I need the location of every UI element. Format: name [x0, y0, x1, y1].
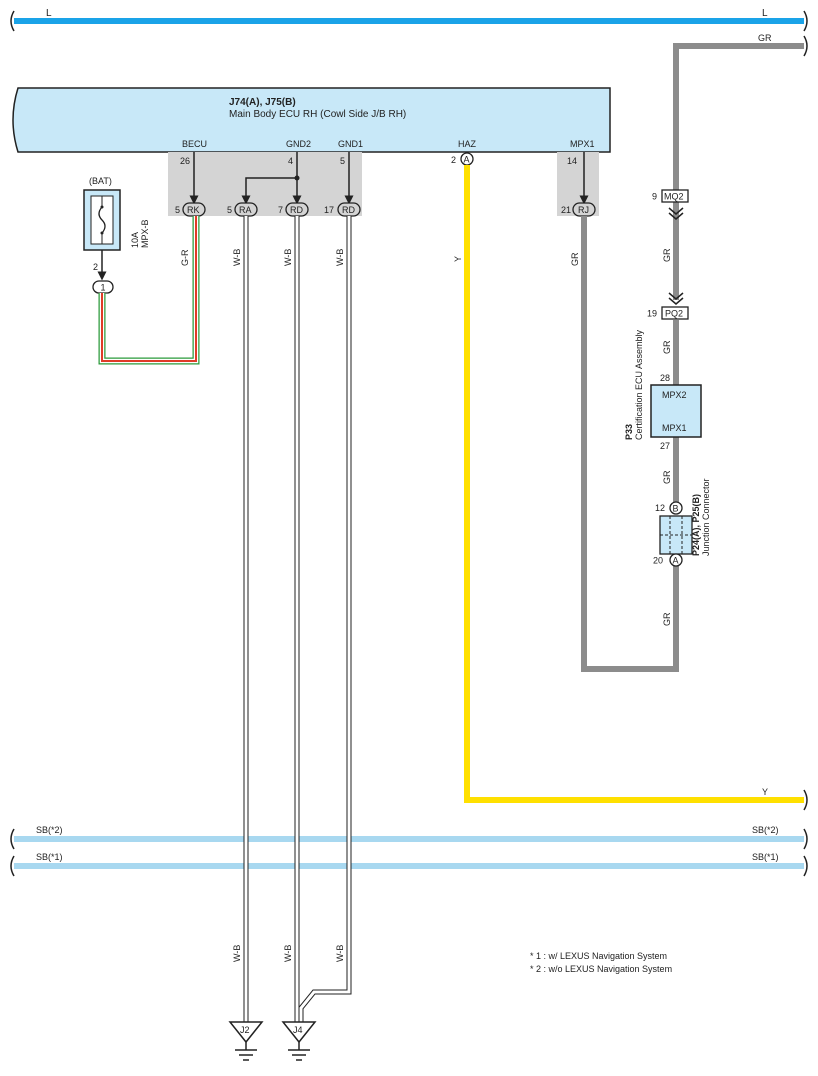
sb2-bus: SB(*2) SB(*2): [10, 825, 808, 850]
connector-rd-7-label: RD: [290, 205, 303, 215]
connector-rk: RK 5: [175, 202, 206, 217]
gnd2-splice-arrow: [241, 177, 297, 205]
connector-ra-label: RA: [239, 205, 252, 215]
cert-ecu-name: Certification ECU Assembly: [634, 329, 644, 440]
wire-g-r: G-R: [98, 216, 200, 365]
wire-w-b-rd7-label-bottom: W-B: [283, 945, 293, 962]
connector-rd-7: RD 7: [278, 202, 309, 217]
connector-haz-a-label: A: [464, 155, 470, 165]
l-bus: L L: [10, 8, 808, 32]
wire-gr-label-top: GR: [758, 33, 772, 43]
ground-j2: J2: [228, 1021, 264, 1061]
junction-code: P24(A), P25(B): [691, 494, 701, 556]
connector-rj: RJ 21: [561, 202, 596, 217]
gnd2-splice-dot: [294, 175, 300, 181]
connector-rd-17: RD 17: [324, 202, 361, 217]
ecu-name: Main Body ECU RH (Cowl Side J/B RH): [229, 109, 406, 120]
wire-g-r-label: G-R: [180, 249, 190, 266]
connector-rj-num: 21: [561, 205, 571, 215]
cert-ecu-code: P33: [624, 424, 634, 440]
connector-pq2-num: 19: [647, 309, 657, 319]
certification-ecu: 28 MPX2 MPX1 27 P33 Certification ECU As…: [624, 329, 702, 451]
connector-haz-a: 2 A: [451, 152, 474, 166]
wire-w-b-rd17-label-top: W-B: [335, 249, 345, 266]
wire-gr-label-1: GR: [662, 248, 672, 262]
pin-gnd1-num: 5: [340, 156, 345, 166]
wire-w-b-ra-label-top: W-B: [232, 249, 242, 266]
connector-rd-17-num: 17: [324, 205, 334, 215]
ground-j4: J4: [281, 1021, 317, 1061]
connector-ra-num: 5: [227, 205, 232, 215]
wire-gr-label-4: GR: [662, 612, 672, 626]
wire-gr: GR GR GR GR GR GR: [570, 33, 808, 672]
connector-rk-num: 5: [175, 205, 180, 215]
fuse-conn: 1: [101, 283, 106, 293]
connector-rd-17-label: RD: [342, 205, 355, 215]
cert-pin-bottom-label: MPX1: [662, 423, 687, 433]
connector-mq2-label: MQ2: [664, 192, 684, 202]
cert-pin-top-label: MPX2: [662, 390, 687, 400]
pin-gnd2-num: 4: [288, 156, 293, 166]
ecu-code: J74(A), J75(B): [229, 97, 296, 108]
fuse-rating: 10A: [130, 232, 140, 248]
cert-pin-bottom-num: 27: [660, 441, 670, 451]
pin-becu-label: BECU: [182, 139, 207, 149]
wire-gr-label-left: GR: [570, 252, 580, 266]
junction-top-num: 12: [655, 503, 665, 513]
wire-w-b-rd17: W-B W-B: [298, 216, 352, 1022]
cert-pin-top-num: 28: [660, 373, 670, 383]
fuse-mpx-b: (BAT) 10A MPX-B 2 1: [83, 176, 150, 294]
connector-rj-label: RJ: [578, 205, 589, 215]
sb1-bus: SB(*1) SB(*1): [10, 852, 808, 877]
pin-haz-num: 2: [451, 155, 456, 165]
fuse-pin: 2: [93, 262, 98, 272]
l-bus-label-right: L: [762, 8, 768, 19]
junction-bottom-conn: A: [673, 556, 679, 566]
wire-w-b-ra: W-B W-B: [232, 216, 249, 1022]
fuse-name: MPX-B: [140, 219, 150, 248]
wire-y: Y Y: [453, 165, 808, 811]
note-1: * 1 : w/ LEXUS Navigation System: [530, 951, 667, 961]
sb1-label-left: SB(*1): [36, 852, 63, 862]
junction-connector: 12 B A 20 P24(A), P25(B) Junction Connec…: [653, 478, 711, 567]
connector-rd-7-num: 7: [278, 205, 283, 215]
ground-j2-label: J2: [240, 1025, 250, 1035]
pin-becu-num: 26: [180, 156, 190, 166]
wire-w-b-rd17-label-bottom: W-B: [335, 945, 345, 962]
connector-mq2: MQ2 9: [652, 189, 689, 220]
wire-gr-label-3: GR: [662, 470, 672, 484]
connector-ra: RA 5: [227, 202, 258, 217]
pin-gnd1-label: GND1: [338, 139, 363, 149]
pin-gnd2-label: GND2: [286, 139, 311, 149]
connector-mq2-num: 9: [652, 192, 657, 202]
wire-w-b-ra-label-bottom: W-B: [232, 945, 242, 962]
main-body-ecu: J74(A), J75(B) Main Body ECU RH (Cowl Si…: [12, 87, 611, 153]
junction-name: Junction Connector: [701, 478, 711, 556]
junction-top-conn: B: [673, 504, 679, 514]
wire-y-label-right: Y: [762, 787, 768, 797]
connector-pq2: PQ2 19: [647, 292, 689, 320]
wire-gr-label-2: GR: [662, 340, 672, 354]
wire-w-b-rd7: W-B W-B: [283, 216, 300, 1022]
junction-bottom-num: 20: [653, 556, 663, 566]
sb2-label-left: SB(*2): [36, 825, 63, 835]
connector-pq2-label: PQ2: [665, 309, 683, 319]
pin-mpx1-num: 14: [567, 156, 577, 166]
fuse-source: (BAT): [89, 176, 112, 186]
wire-w-b-rd7-label-top: W-B: [283, 249, 293, 266]
sb2-label-right: SB(*2): [752, 825, 779, 835]
connector-rk-label: RK: [187, 205, 200, 215]
note-2: * 2 : w/o LEXUS Navigation System: [530, 964, 672, 974]
ground-j4-label: J4: [293, 1025, 303, 1035]
l-bus-label-left: L: [46, 8, 52, 19]
sb1-label-right: SB(*1): [752, 852, 779, 862]
pin-mpx1-label: MPX1: [570, 139, 595, 149]
wire-y-label-vertical: Y: [453, 256, 463, 262]
pin-haz-label: HAZ: [458, 139, 477, 149]
